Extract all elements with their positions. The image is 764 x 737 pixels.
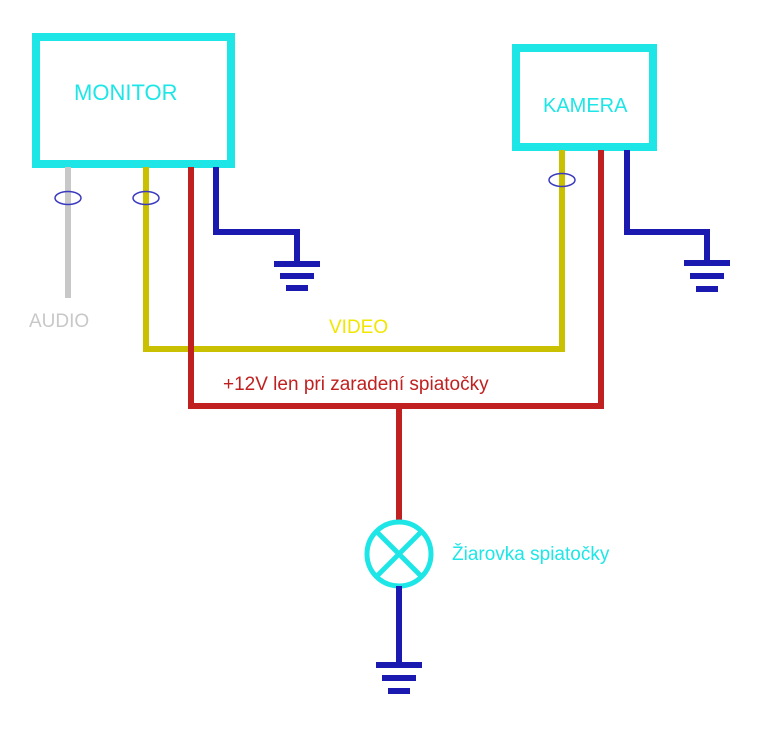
camera-ground-wire: [624, 150, 710, 262]
audio-label: AUDIO: [29, 311, 89, 332]
camera-video-connector: [548, 172, 576, 188]
monitor-ground-icon: [274, 261, 320, 291]
video-wire: [143, 150, 565, 352]
camera-label: KAMERA: [543, 95, 628, 117]
monitor-box: [32, 33, 235, 168]
monitor-ground-wire: [213, 167, 300, 263]
video-label: VIDEO: [329, 317, 388, 338]
lamp-label: Žiarovka spiatočky: [452, 543, 610, 565]
power-label: +12V len pri zaradení spiatočky: [223, 374, 489, 395]
lamp-icon: [364, 519, 434, 589]
power-wire: [188, 150, 604, 409]
camera-ground-icon: [684, 260, 730, 292]
audio-connector: [54, 190, 82, 206]
lamp-ground-icon: [376, 662, 422, 694]
camera-box: [512, 44, 657, 151]
monitor-video-connector: [132, 190, 160, 206]
monitor-label: MONITOR: [74, 80, 177, 105]
